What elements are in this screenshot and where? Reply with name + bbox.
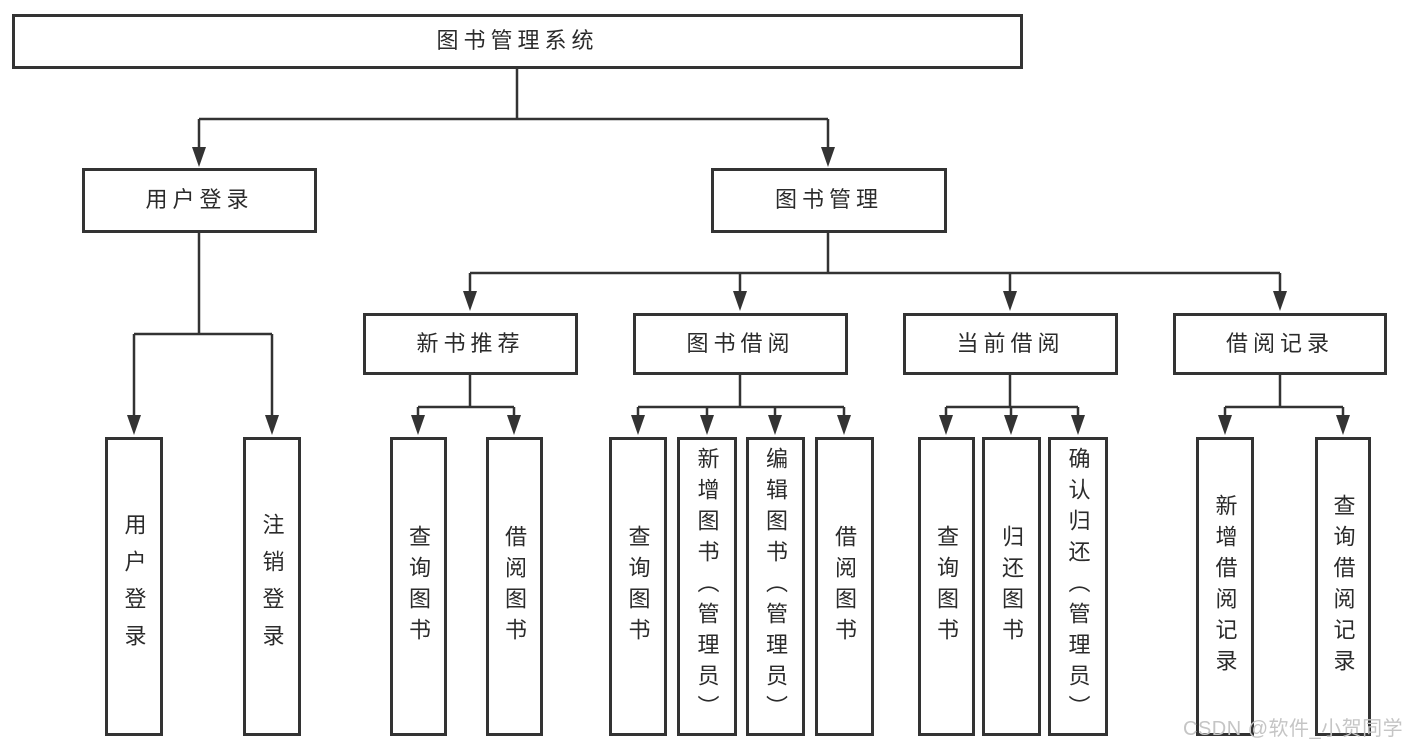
node-book-management: 图书管理: [711, 168, 947, 233]
node-new-book-recommendation: 新书推荐: [363, 313, 578, 375]
leaf-logout-login: 注销登录: [243, 437, 301, 736]
leaf-label: 查询图书: [406, 524, 432, 649]
leaf-bb-add-books-admin: 新增图书（管理员）: [677, 437, 737, 736]
arrowheads: [127, 147, 1350, 435]
leaf-label: 新增借阅记录: [1212, 493, 1238, 680]
leaf-cb-confirm-return-admin: 确认归还（管理员）: [1048, 437, 1108, 736]
node-book-borrowing: 图书借阅: [633, 313, 848, 375]
leaf-label: 注销登录: [259, 512, 285, 661]
leaf-label: 查询图书: [625, 524, 651, 649]
node-label: 新书推荐: [416, 330, 525, 356]
leaf-br-add-record: 新增借阅记录: [1196, 437, 1254, 736]
leaf-cb-query-books: 查询图书: [918, 437, 975, 736]
leaf-cb-return-books: 归还图书: [982, 437, 1041, 736]
watermark-csdn: CSDN @软件_小贺同学: [1183, 718, 1404, 740]
node-label: 当前借阅: [956, 330, 1065, 356]
node-label: 图书管理: [774, 187, 883, 213]
leaf-label: 归还图书: [999, 524, 1025, 649]
node-borrowing-records: 借阅记录: [1173, 313, 1387, 375]
node-current-borrowing: 当前借阅: [903, 313, 1118, 375]
leaf-label: 借阅图书: [832, 524, 858, 649]
leaf-bb-borrow-books: 借阅图书: [815, 437, 874, 736]
leaf-user-login: 用户登录: [105, 437, 163, 736]
leaf-label: 查询借阅记录: [1330, 493, 1356, 680]
leaf-rec-borrow-books: 借阅图书: [486, 437, 543, 736]
leaf-label: 用户登录: [121, 512, 147, 661]
leaf-bb-edit-books-admin: 编辑图书（管理员）: [746, 437, 805, 736]
node-label: 图书借阅: [686, 330, 795, 356]
node-root-library-system: 图书管理系统: [12, 14, 1023, 69]
leaf-label: 确认归还（管理员）: [1065, 447, 1091, 726]
leaf-rec-query-books: 查询图书: [390, 437, 447, 736]
leaf-br-query-record: 查询借阅记录: [1315, 437, 1371, 736]
leaf-bb-query-books: 查询图书: [609, 437, 667, 736]
node-label: 借阅记录: [1225, 330, 1334, 356]
leaf-label: 新增图书（管理员）: [694, 447, 720, 726]
node-label: 用户登录: [145, 187, 254, 213]
node-user-login: 用户登录: [82, 168, 317, 233]
node-label: 图书管理系统: [436, 28, 599, 54]
leaf-label: 借阅图书: [502, 524, 528, 649]
leaf-label: 编辑图书（管理员）: [763, 447, 789, 726]
leaf-label: 查询图书: [934, 524, 960, 649]
